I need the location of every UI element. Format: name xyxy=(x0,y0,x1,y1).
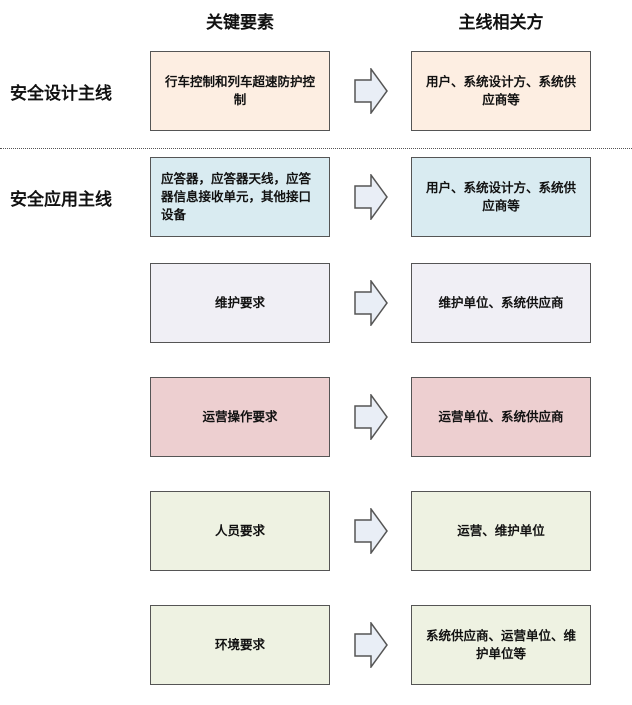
party-text: 用户、系统设计方、系统供应商等 xyxy=(425,73,576,107)
element-text: 行车控制和列车超速防护控制 xyxy=(164,73,315,107)
element-text: 维护要求 xyxy=(214,294,265,310)
stakeholders-header: 主线相关方 xyxy=(458,13,544,33)
party-box-environment: 系统供应商、运营单位、维护单位等 xyxy=(411,605,591,685)
arrow-right-icon xyxy=(354,280,388,326)
arrow-right-icon xyxy=(354,68,388,114)
element-box-environment: 环境要求 xyxy=(150,605,330,685)
arrow-right-icon xyxy=(354,508,388,554)
party-text: 用户、系统设计方、系统供应商等 xyxy=(425,179,576,213)
element-text: 人员要求 xyxy=(214,522,265,538)
party-box-maintenance: 维护单位、系统供应商 xyxy=(411,263,591,343)
section-label-design: 安全设计主线 xyxy=(10,84,112,104)
element-text: 运营操作要求 xyxy=(202,408,278,424)
party-box-personnel: 运营、维护单位 xyxy=(411,491,591,571)
arrow-right-icon xyxy=(354,622,388,668)
party-box-operation: 运营单位、系统供应商 xyxy=(411,377,591,457)
party-text: 维护单位、系统供应商 xyxy=(438,294,564,310)
arrow-right-icon xyxy=(354,174,388,220)
element-box-balise-devices: 应答器，应答器天线，应答器信息接收单元，其他接口设备 xyxy=(150,157,330,237)
party-text: 运营单位、系统供应商 xyxy=(438,408,564,424)
element-box-train-control: 行车控制和列车超速防护控制 xyxy=(150,51,330,131)
party-text: 系统供应商、运营单位、维护单位等 xyxy=(425,627,576,661)
party-box-design-stakeholders: 用户、系统设计方、系统供应商等 xyxy=(411,51,591,131)
party-box-application-stakeholders: 用户、系统设计方、系统供应商等 xyxy=(411,157,591,237)
section-label-application: 安全应用主线 xyxy=(10,190,112,210)
element-box-maintenance: 维护要求 xyxy=(150,263,330,343)
element-box-operation: 运营操作要求 xyxy=(150,377,330,457)
party-text: 运营、维护单位 xyxy=(457,522,545,538)
element-text: 环境要求 xyxy=(214,636,265,652)
key-elements-header: 关键要素 xyxy=(206,13,274,33)
element-box-personnel: 人员要求 xyxy=(150,491,330,571)
section-divider xyxy=(0,148,632,149)
element-text: 应答器，应答器天线，应答器信息接收单元，其他接口设备 xyxy=(161,170,312,223)
arrow-right-icon xyxy=(354,394,388,440)
